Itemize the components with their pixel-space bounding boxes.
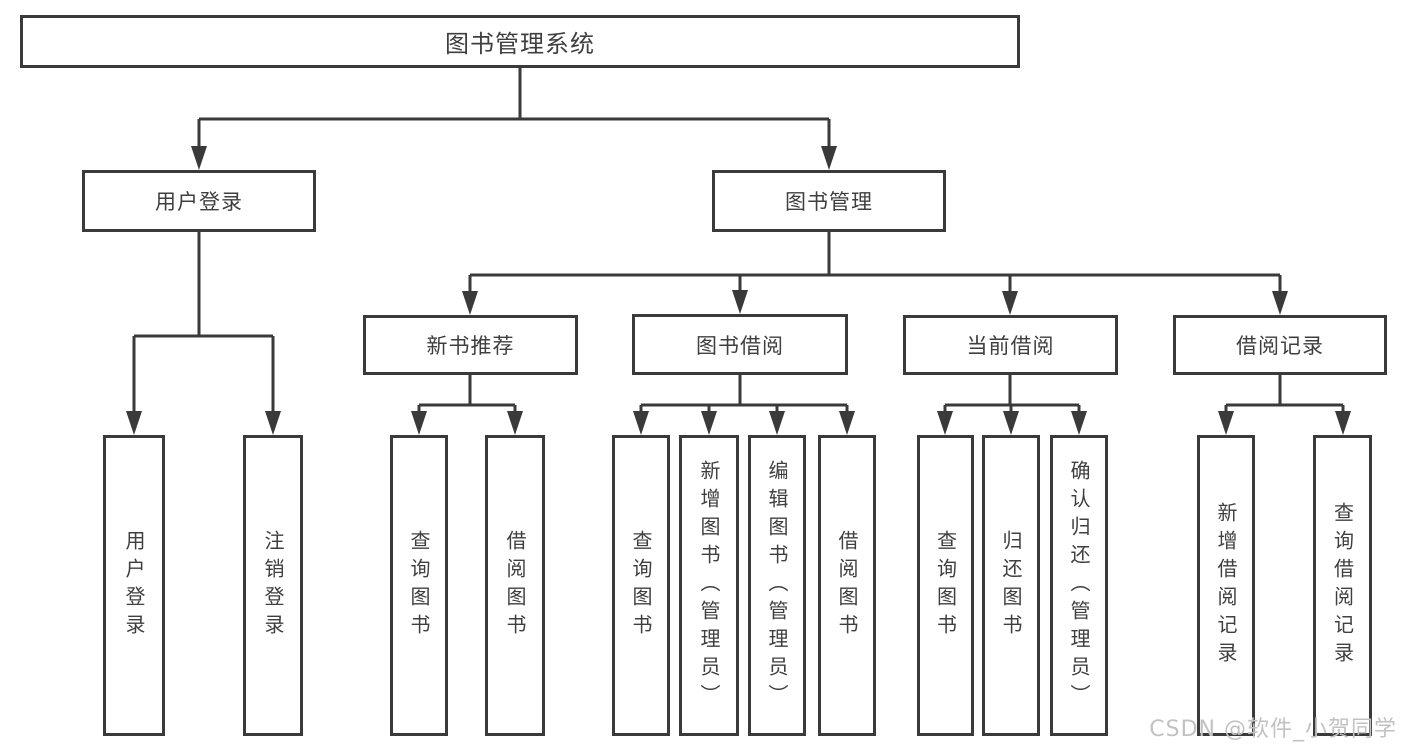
node-label: 图书管理 — [785, 190, 873, 214]
node-label: 查询图书 — [933, 529, 958, 642]
leaf-edit-books-admin: 编辑图书（管理员） — [748, 435, 806, 736]
node-label: 图书借阅 — [696, 333, 784, 358]
node-label: 归还图书 — [999, 529, 1023, 642]
node-label: 用户登录 — [122, 529, 146, 642]
node-label: 借阅图书 — [835, 529, 859, 642]
leaf-add-books-admin: 新增图书（管理员） — [679, 435, 739, 736]
connector-book-mgmt-to-level3 — [462, 232, 1288, 315]
connector-borrow-records-to-leaves — [1218, 375, 1351, 435]
arrowhead-icon — [507, 411, 523, 435]
node-label: 查询图书 — [629, 529, 653, 642]
arrowhead-icon — [769, 411, 785, 435]
leaf-confirm-return-admin: 确认归还（管理员） — [1050, 435, 1108, 736]
arrowhead-icon — [265, 411, 281, 435]
arrowhead-icon — [1071, 411, 1087, 435]
node-label: 用户登录 — [155, 190, 243, 214]
node-label: 当前借阅 — [966, 334, 1055, 358]
node-user-login: 用户登录 — [82, 170, 316, 232]
arrowhead-icon — [1272, 291, 1288, 315]
connector-root-to-level2 — [191, 68, 837, 170]
node-label: 查询图书 — [407, 529, 431, 642]
node-borrowing-records: 借阅记录 — [1173, 315, 1387, 375]
node-label: 确认归还（管理员） — [1067, 459, 1091, 712]
arrowhead-icon — [1003, 411, 1019, 435]
node-label: 注销登录 — [261, 529, 285, 642]
leaf-return-books: 归还图书 — [982, 435, 1040, 736]
arrowhead-icon — [732, 290, 748, 314]
node-label: 新增借阅记录 — [1214, 501, 1238, 670]
node-book-borrowing: 图书借阅 — [632, 314, 848, 375]
arrowhead-icon — [411, 411, 427, 435]
leaf-logout: 注销登录 — [243, 435, 303, 736]
node-book-management: 图书管理 — [712, 170, 946, 232]
arrowhead-icon — [1218, 411, 1234, 435]
connector-user-login-to-leaves — [126, 232, 281, 435]
arrowhead-icon — [191, 146, 207, 170]
node-label: 查询借阅记录 — [1330, 501, 1355, 670]
node-label: 新增图书（管理员） — [697, 459, 721, 712]
arrowhead-icon — [937, 411, 953, 435]
leaf-query-books-2: 查询图书 — [612, 435, 670, 736]
arrowhead-icon — [701, 411, 717, 435]
connector-current-borrow-to-leaves — [937, 375, 1087, 435]
arrowhead-icon — [462, 291, 478, 315]
node-label: 新书推荐 — [426, 334, 515, 358]
leaf-user-login: 用户登录 — [103, 435, 165, 736]
leaf-borrow-books-1: 借阅图书 — [485, 435, 545, 736]
node-new-book-recommendation: 新书推荐 — [363, 315, 578, 375]
leaf-query-books-3: 查询图书 — [917, 435, 974, 736]
arrowhead-icon — [633, 411, 649, 435]
connector-book-borrow-to-leaves — [633, 375, 855, 435]
arrowhead-icon — [821, 146, 837, 170]
node-current-borrowing: 当前借阅 — [903, 315, 1118, 375]
leaf-add-borrow-record: 新增借阅记录 — [1197, 435, 1255, 736]
arrowhead-icon — [126, 411, 142, 435]
node-label: 图书管理系统 — [445, 30, 595, 58]
arrowhead-icon — [1335, 411, 1351, 435]
leaf-query-books-1: 查询图书 — [390, 435, 448, 736]
arrowhead-icon — [839, 411, 855, 435]
node-label: 借阅图书 — [503, 529, 527, 642]
node-label: 借阅记录 — [1236, 334, 1324, 358]
leaf-query-borrow-record: 查询借阅记录 — [1313, 435, 1372, 736]
leaf-borrow-books-2: 借阅图书 — [818, 435, 876, 736]
node-library-management-system: 图书管理系统 — [20, 15, 1020, 68]
arrowhead-icon — [1002, 291, 1018, 315]
node-label: 编辑图书（管理员） — [765, 459, 789, 712]
connector-new-book-rec-to-leaves — [411, 375, 523, 435]
